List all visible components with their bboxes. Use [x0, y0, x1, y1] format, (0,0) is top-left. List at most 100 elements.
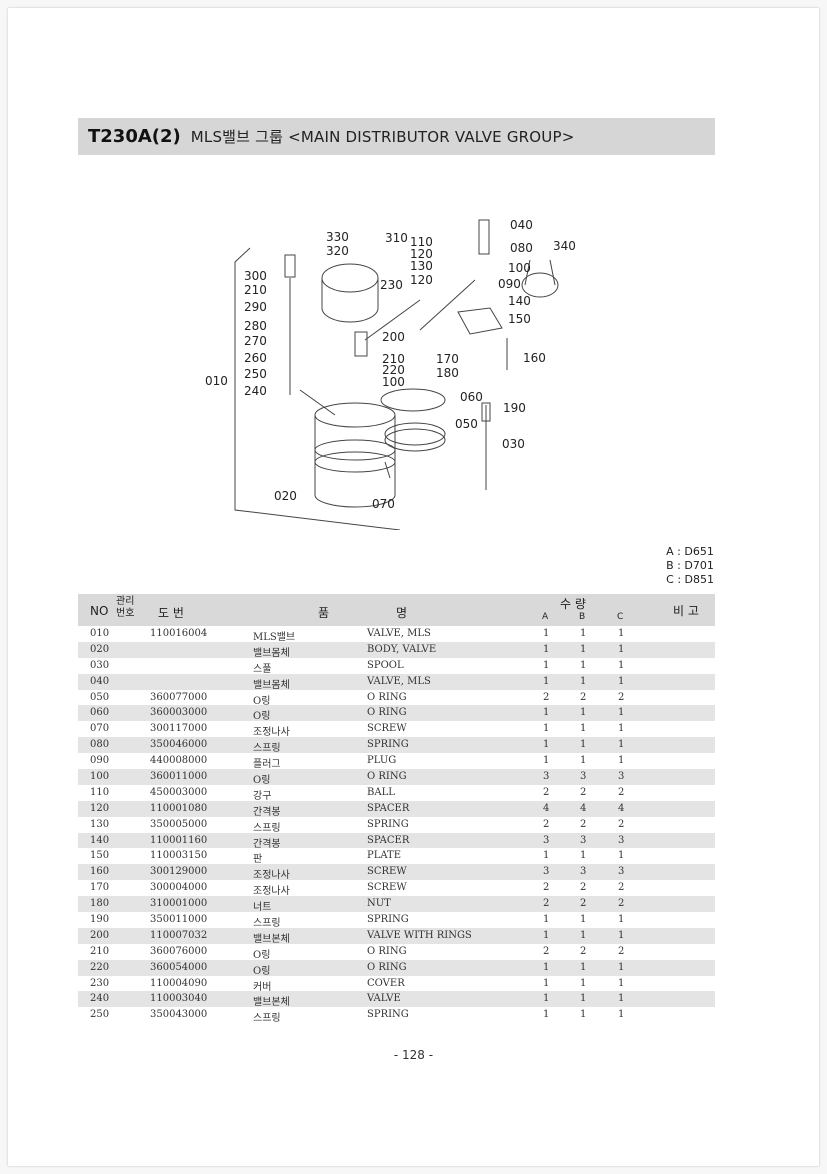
- drawing-no-cell: 110001080: [150, 802, 208, 814]
- english-name-cell: PLUG: [367, 755, 397, 767]
- korean-name-cell: 스프링: [253, 743, 281, 755]
- qty-c-cell: 2: [618, 786, 625, 798]
- qty-b-cell: 1: [580, 914, 587, 926]
- korean-name-cell: 강구: [253, 790, 272, 802]
- callout-label: 100: [508, 261, 531, 275]
- qty-b-cell: 1: [580, 977, 587, 989]
- header-drawing-no: 도 번: [158, 606, 184, 620]
- qty-c-cell: 1: [618, 993, 625, 1005]
- page-number: - 128 -: [393, 1048, 434, 1062]
- qty-c-cell: 3: [618, 834, 625, 846]
- drawing-no-cell: 350046000: [150, 739, 208, 751]
- english-name-cell: SPRING: [367, 1009, 409, 1021]
- callout-label: 180: [436, 366, 459, 380]
- korean-name-cell: O링: [253, 965, 271, 977]
- callout-label: 300: [244, 269, 267, 283]
- qty-c-cell: 3: [618, 866, 625, 878]
- callout-label: 270: [244, 334, 267, 348]
- korean-name-cell: 스프링: [253, 918, 281, 930]
- callout-label: 140: [508, 294, 531, 308]
- drawing-no-cell: 350005000: [150, 818, 208, 830]
- qty-c-cell: 1: [618, 707, 625, 719]
- qty-c-cell: 1: [618, 643, 625, 655]
- part-no-cell: 110: [90, 786, 110, 798]
- english-name-cell: SPACER: [367, 802, 410, 814]
- header-quantity: 수 량: [560, 597, 586, 611]
- qty-c-cell: 1: [618, 739, 625, 751]
- qty-b-cell: 1: [580, 929, 587, 941]
- qty-a-cell: 1: [543, 739, 550, 751]
- korean-name-cell: 조정나사: [253, 727, 290, 739]
- callout-label: 290: [244, 300, 267, 314]
- english-name-cell: PLATE: [367, 850, 402, 862]
- part-no-cell: 140: [90, 834, 110, 846]
- korean-name-cell: 너트: [253, 902, 272, 914]
- qty-b-cell: 2: [580, 818, 587, 830]
- english-name-cell: VALVE, MLS: [367, 628, 431, 639]
- qty-b-cell: 1: [580, 675, 587, 687]
- part-no-cell: 210: [90, 945, 110, 957]
- callout-label: 100: [382, 375, 405, 389]
- qty-a-cell: 3: [543, 866, 550, 878]
- qty-c-cell: 2: [618, 882, 625, 894]
- callout-label: 280: [244, 319, 267, 333]
- callout-label: 230: [380, 278, 403, 292]
- qty-c-cell: 1: [618, 628, 625, 639]
- qty-c-cell: 2: [618, 898, 625, 910]
- english-name-cell: SCREW: [367, 723, 407, 735]
- qty-c-cell: 1: [618, 723, 625, 735]
- english-name-cell: SPRING: [367, 739, 409, 751]
- qty-a-cell: 1: [543, 850, 550, 862]
- korean-name-cell: 밸브몸체: [253, 647, 290, 659]
- english-name-cell: BALL: [367, 786, 395, 798]
- parts-table-header: NO 관리번호 도 번 품 명 수 량 A B C 비 고: [78, 594, 715, 626]
- callout-label: 110: [410, 235, 433, 249]
- qty-a-cell: 2: [543, 818, 550, 830]
- part-no-cell: 240: [90, 993, 110, 1005]
- drawing-no-cell: 110004090: [150, 977, 208, 989]
- qty-b-cell: 1: [580, 850, 587, 862]
- callout-label: 030: [502, 437, 525, 451]
- part-no-cell: 080: [90, 739, 110, 751]
- drawing-no-cell: 350011000: [150, 914, 208, 926]
- part-no-cell: 040: [90, 675, 110, 687]
- drawing-no-cell: 450003000: [150, 786, 208, 798]
- callout-label: 220: [382, 363, 405, 377]
- english-name-cell: VALVE, MLS: [367, 675, 431, 687]
- callout-label: 310: [385, 231, 408, 245]
- callout-label: 020: [274, 489, 297, 503]
- qty-c-cell: 1: [618, 929, 625, 941]
- qty-a-cell: 1: [543, 914, 550, 926]
- english-name-cell: VALVE WITH RINGS: [367, 929, 472, 941]
- callout-label: 090: [498, 277, 521, 291]
- korean-name-cell: 조정나사: [253, 886, 290, 898]
- qty-b-cell: 1: [580, 993, 587, 1005]
- english-name-cell: O RING: [367, 961, 407, 973]
- callout-label: 240: [244, 384, 267, 398]
- qty-c-cell: 2: [618, 691, 625, 703]
- callout-label: 340: [553, 239, 576, 253]
- callout-label: 260: [244, 351, 267, 365]
- qty-c-cell: 1: [618, 755, 625, 767]
- part-no-cell: 150: [90, 850, 110, 862]
- callout-label: 210: [244, 283, 267, 297]
- qty-b-cell: 2: [580, 898, 587, 910]
- korean-name-cell: 플러그: [253, 759, 281, 771]
- korean-name-cell: 판: [253, 854, 263, 866]
- header-name-1: 품: [318, 606, 330, 620]
- qty-b-cell: 2: [580, 945, 587, 957]
- qty-a-cell: 1: [543, 675, 550, 687]
